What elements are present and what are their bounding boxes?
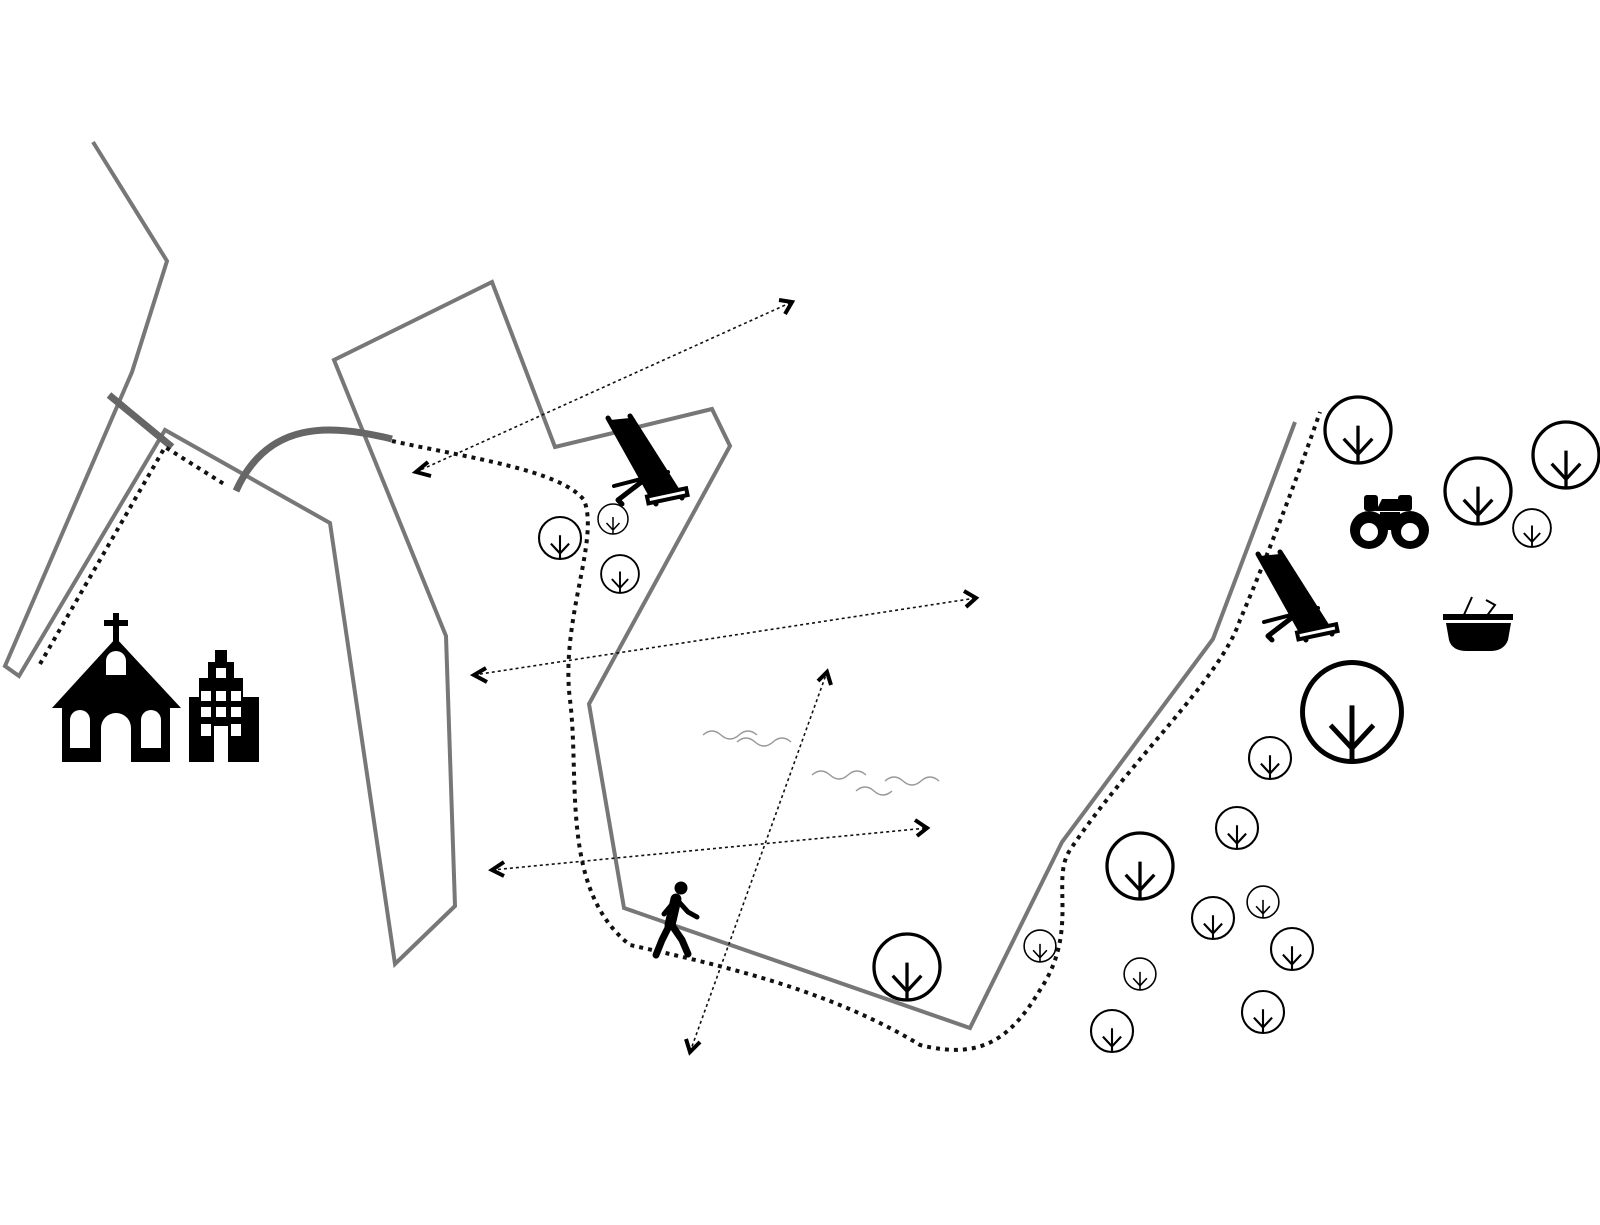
sightline-3 — [491, 827, 928, 871]
deck-chair-icon — [608, 416, 688, 504]
tree-icon — [872, 932, 942, 1002]
sightline-4 — [689, 671, 828, 1053]
tree-icon — [1190, 895, 1236, 941]
tree-icon — [600, 554, 640, 594]
walking-person-icon — [652, 881, 700, 959]
tree-icon — [1214, 805, 1260, 851]
tree-icon — [1303, 663, 1402, 762]
tree-icon — [537, 515, 583, 561]
tree-icon — [1023, 929, 1057, 963]
tree-icon — [597, 503, 629, 535]
sightlines — [415, 301, 977, 1053]
tree-icon — [1105, 831, 1175, 901]
canal-house-icon — [189, 650, 259, 762]
bridge-arc — [232, 426, 393, 493]
church-icon — [52, 613, 181, 762]
water-wave-icon — [702, 730, 940, 796]
deck-chair-icon — [1258, 552, 1338, 640]
tree-icon — [1240, 989, 1286, 1035]
tree-icon — [1531, 420, 1600, 490]
tree-icon — [1512, 508, 1552, 548]
trees — [537, 395, 1600, 1054]
sightline-2 — [473, 597, 977, 676]
picnic-basket-icon — [1443, 596, 1513, 651]
binoculars-icon — [1350, 495, 1429, 549]
tree-icon — [1123, 957, 1157, 991]
sightline-1 — [415, 301, 793, 473]
shoreline-lines — [2, 140, 1297, 1031]
tree-icon — [1247, 735, 1293, 781]
tree-icon — [1269, 926, 1315, 972]
shoreline-west — [2, 140, 1297, 1031]
tree-icon — [1089, 1008, 1135, 1054]
tree-icon — [1443, 456, 1513, 526]
sightline-arrowheads — [411, 298, 980, 1056]
tree-icon — [1323, 395, 1393, 465]
tree-icon — [1246, 885, 1280, 919]
bridge-stub — [106, 392, 175, 450]
walking-path — [38, 411, 1322, 1052]
